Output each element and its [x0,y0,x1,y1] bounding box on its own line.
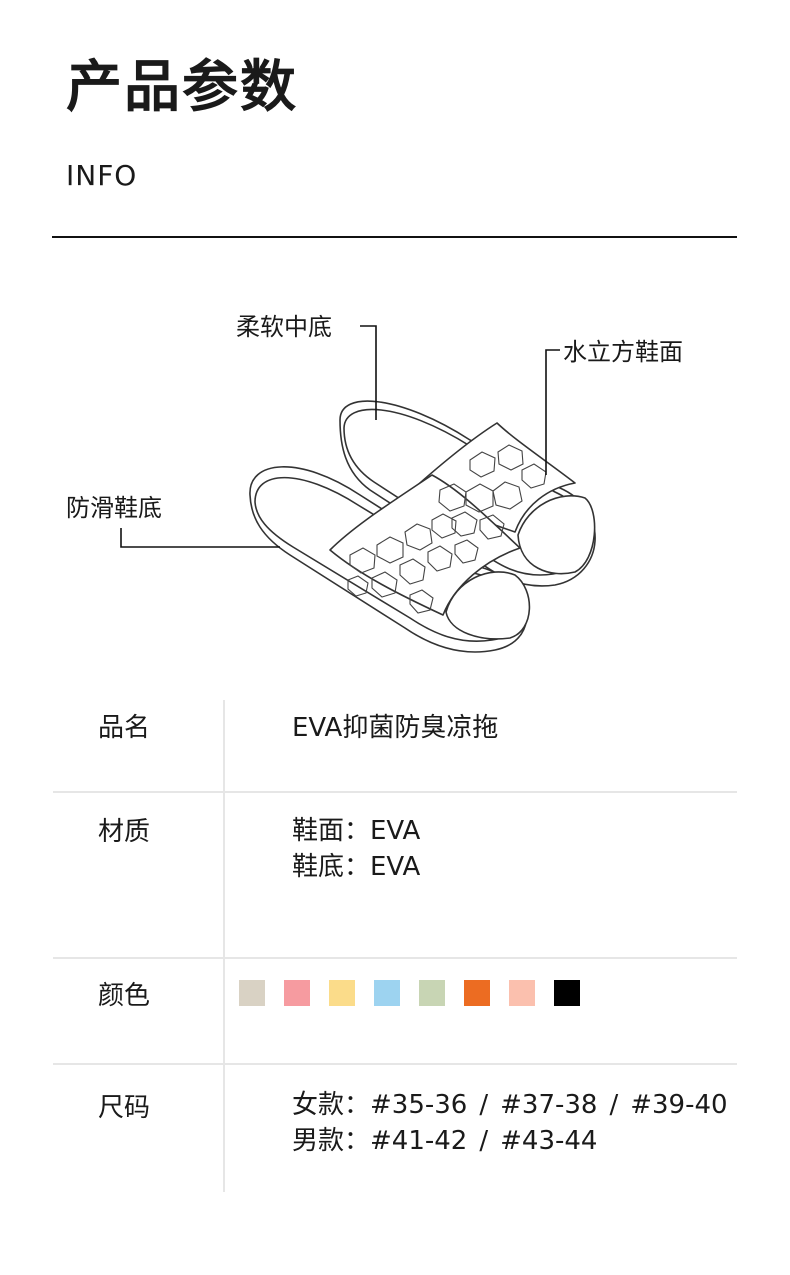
size-women: 女款：#35-36 / #37-38 / #39-40 [292,1087,728,1123]
size-men-2: #43-44 [500,1126,598,1156]
product-diagram: 柔软中底 水立方鞋面 防滑鞋底 [0,290,790,670]
color-swatch-2[interactable] [284,980,310,1006]
size-men-1: #41-42 [370,1126,468,1156]
spec-value-material: 鞋面：EVA 鞋底：EVA [292,813,420,885]
size-women-prefix: 女款： [292,1090,371,1120]
spec-row-size: 尺码 女款：#35-36 / #37-38 / #39-40 男款：#41-42 / #43… [53,1065,737,1195]
callout-upper: 水立方鞋面 [563,338,683,366]
page-subtitle: INFO [66,159,138,192]
size-women-3: #39-40 [630,1090,728,1120]
spec-value-size: 女款：#35-36 / #37-38 / #39-40 男款：#41-42 / #43-44 [292,1087,728,1159]
spec-label-size: 尺码 [98,1093,151,1123]
spec-label-name: 品名 [98,713,151,743]
material-upper: 鞋面：EVA [292,816,421,846]
color-swatch-4[interactable] [374,980,400,1006]
spec-label-color: 颜色 [98,981,151,1011]
size-separator: / [609,1090,619,1120]
spec-label-material: 材质 [98,817,151,847]
color-swatch-6[interactable] [464,980,490,1006]
color-swatches [239,980,580,1006]
slipper-illustration [120,325,596,653]
color-swatch-3[interactable] [329,980,355,1006]
spec-row-color: 颜色 [53,959,737,1065]
size-men: 男款：#41-42 / #43-44 [292,1123,728,1159]
size-separator: / [479,1090,489,1120]
callout-midsole: 柔软中底 [236,313,332,341]
color-swatch-1[interactable] [239,980,265,1006]
callout-outsole: 防滑鞋底 [66,494,162,522]
color-swatch-7[interactable] [509,980,535,1006]
size-women-1: #35-36 [370,1090,468,1120]
table-column-divider [223,700,225,1192]
spec-value-name: EVA抑菌防臭凉拖 [292,713,499,743]
color-swatch-5[interactable] [419,980,445,1006]
header-divider [52,236,737,238]
color-swatch-8[interactable] [554,980,580,1006]
material-sole: 鞋底：EVA [292,852,421,882]
spec-row-name: 品名 EVA抑菌防臭凉拖 [53,700,737,793]
spec-table: 品名 EVA抑菌防臭凉拖 材质 鞋面：EVA 鞋底：EVA 颜色 尺码 女款：#… [53,700,737,1195]
spec-row-material: 材质 鞋面：EVA 鞋底：EVA [53,793,737,959]
size-men-prefix: 男款： [292,1126,371,1156]
size-separator: / [479,1126,489,1156]
size-women-2: #37-38 [500,1090,598,1120]
page-title: 产品参数 [66,55,298,120]
